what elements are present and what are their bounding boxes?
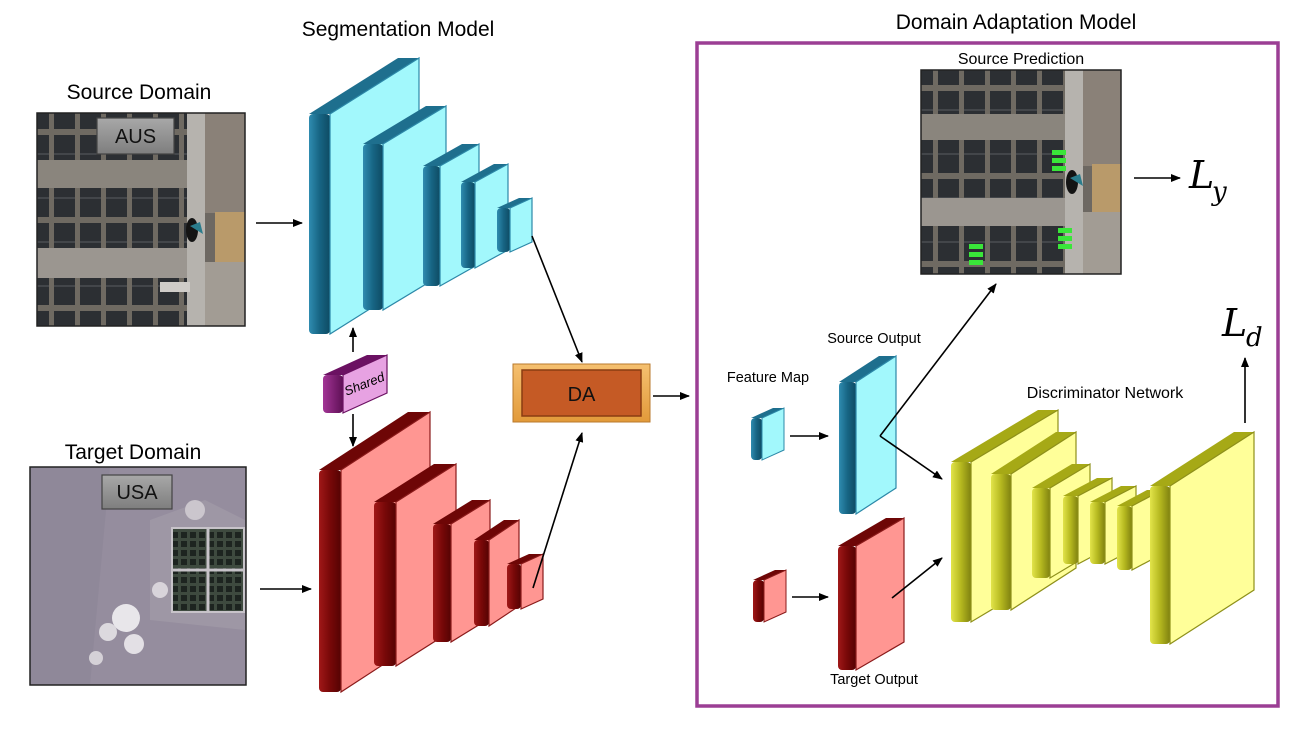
feature-map-label: Feature Map xyxy=(727,370,809,386)
discriminator-layer-7 xyxy=(1150,430,1255,646)
segmentation-loss-ly: L y xyxy=(1188,153,1227,207)
domain-adaptation-model-title: Domain Adaptation Model xyxy=(896,11,1137,34)
domain-adaptation-panel xyxy=(695,41,1280,708)
source-encoder xyxy=(309,56,533,336)
svg-text:y: y xyxy=(1211,177,1227,207)
discriminator-label: Discriminator Network xyxy=(1027,385,1184,402)
target-output-block xyxy=(838,516,905,672)
target-domain-image xyxy=(29,466,247,686)
source-feature-map xyxy=(751,407,785,461)
svg-text:USA: USA xyxy=(116,482,158,504)
svg-text:AUS: AUS xyxy=(115,126,156,148)
source-domain-title: Source Domain xyxy=(67,81,212,104)
source-output-label: Source Output xyxy=(827,331,921,347)
source-encoder-layer-5 xyxy=(497,197,533,253)
target-domain-tag: USA xyxy=(101,474,173,510)
svg-text:d: d xyxy=(1246,323,1263,353)
source-output-block xyxy=(839,354,897,516)
source-prediction-image xyxy=(920,69,1122,275)
adversarial-loss-ld: L d xyxy=(1221,301,1263,353)
discriminator-network xyxy=(951,408,1255,646)
svg-text:L: L xyxy=(1188,153,1214,197)
target-domain-title: Target Domain xyxy=(65,441,202,464)
target-output-label: Target Output xyxy=(830,672,918,688)
flow-arrows xyxy=(256,174,1249,601)
target-encoder xyxy=(319,410,544,694)
target-encoder-layer-3 xyxy=(433,498,491,644)
source-prediction-title: Source Prediction xyxy=(958,51,1084,68)
shared-weights-block: Shared xyxy=(323,354,388,414)
segmentation-model-title: Segmentation Model xyxy=(302,18,495,41)
da-label: DA xyxy=(568,384,596,406)
target-feature-map xyxy=(753,569,787,623)
da-block: DA xyxy=(512,363,651,423)
svg-text:L: L xyxy=(1221,301,1247,345)
target-encoder-layer-5 xyxy=(507,553,544,610)
source-domain-tag: AUS xyxy=(96,117,175,155)
